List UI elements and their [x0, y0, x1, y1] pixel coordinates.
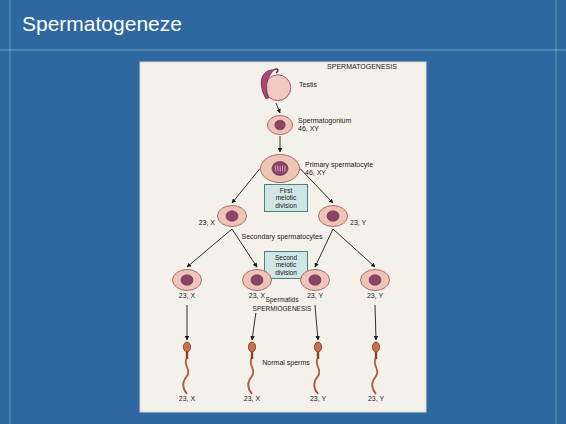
cell-caption: 23, Y — [368, 395, 384, 403]
secondary-spermatocyte-cell: 23, X — [217, 205, 247, 227]
cell-label: 23, X — [179, 395, 195, 403]
cell-shape — [217, 205, 247, 227]
sperm-shape — [369, 342, 383, 394]
cell-caption: 23, X — [244, 395, 260, 403]
step-text: Second meiotic division — [269, 254, 303, 277]
cell-caption: 23, X — [199, 219, 215, 227]
cell-caption: 23, Y — [310, 395, 326, 403]
spermatid-cell: 23, X — [172, 269, 202, 291]
spermatid-cell: 23, X — [242, 269, 272, 291]
cell-label: Testis — [299, 81, 317, 89]
cell-label: Primary spermatocyte46, XY — [305, 161, 373, 177]
sperm-cell: 23, X — [180, 342, 194, 394]
primary-spermatocyte-cell: Primary spermatocyte46, XY — [260, 154, 300, 183]
figure-heading: SPERMATOGENESIS — [326, 63, 398, 71]
cell-shape — [318, 205, 348, 227]
slide-title: Spermatogeneze — [22, 12, 182, 36]
cell-label: 23, Y — [367, 292, 383, 300]
frame-line — [10, 0, 11, 424]
arrow-connector — [187, 229, 232, 267]
spermatid-cell: 23, Y — [300, 269, 330, 291]
cell-caption: 23, Y — [350, 219, 366, 227]
meiosis-step-box: First meiotic division — [264, 184, 308, 213]
cell-caption: Spermatogonium — [298, 117, 351, 125]
arrow-connector — [333, 229, 375, 267]
cell-label: 23, X — [179, 292, 195, 300]
cell-caption: 46, XY — [305, 169, 373, 177]
stage-label: Secondary spermatocytes — [241, 233, 324, 241]
sperm-shape — [245, 342, 259, 394]
cell-caption: 23, X — [179, 395, 195, 403]
cell-shape — [360, 269, 390, 291]
meiosis-step-box: Second meiotic division — [264, 251, 308, 280]
figure-panel — [140, 62, 426, 412]
stage-label: Spermatids — [265, 296, 300, 304]
arrow-connector — [280, 136, 281, 152]
arrow-connector — [276, 103, 280, 113]
arrow-connector — [232, 169, 260, 204]
cell-shape — [172, 269, 202, 291]
cell-caption: 23, X — [249, 292, 265, 300]
cell-shape — [260, 154, 300, 183]
cell-shape — [242, 269, 272, 291]
arrow-connector — [375, 305, 376, 340]
cell-caption: Testis — [299, 81, 317, 89]
cell-label: 23, X — [244, 395, 260, 403]
testis-organ: Testis — [258, 68, 294, 102]
cell-shape — [267, 115, 293, 135]
spermatid-cell: 23, Y — [360, 269, 390, 291]
testis-shape — [258, 68, 294, 102]
cell-label: 23, Y — [350, 219, 366, 227]
stage-label: Normal sperms — [261, 359, 310, 367]
sperm-cell: 23, Y — [311, 342, 325, 394]
cell-caption: 46, XY — [298, 125, 351, 133]
cell-label: Spermatogonium46, XY — [298, 117, 351, 133]
cell-label: 23, Y — [310, 395, 326, 403]
frame-line — [556, 0, 557, 424]
step-text: First meiotic division — [269, 187, 303, 210]
sperm-cell: 23, Y — [369, 342, 383, 394]
cell-label: 23, X — [249, 292, 265, 300]
sperm-shape — [180, 342, 194, 394]
arrow-connector — [315, 305, 318, 340]
cell-label: 23, X — [199, 219, 215, 227]
process-label: SPERMIOGENESIS — [252, 305, 313, 313]
frame-line — [0, 50, 566, 51]
cell-label: 23, Y — [368, 395, 384, 403]
cell-caption: 23, Y — [367, 292, 383, 300]
sperm-shape — [311, 342, 325, 394]
cell-caption: 23, X — [179, 292, 195, 300]
sperm-cell: 23, X — [245, 342, 259, 394]
arrow-connector — [187, 305, 188, 340]
cell-caption: 23, Y — [307, 292, 323, 300]
secondary-spermatocyte-cell: 23, Y — [318, 205, 348, 227]
cell-shape — [300, 269, 330, 291]
cell-label: 23, Y — [307, 292, 323, 300]
spermatogonium-cell: Spermatogonium46, XY — [267, 115, 293, 135]
cell-caption: Primary spermatocyte — [305, 161, 373, 169]
